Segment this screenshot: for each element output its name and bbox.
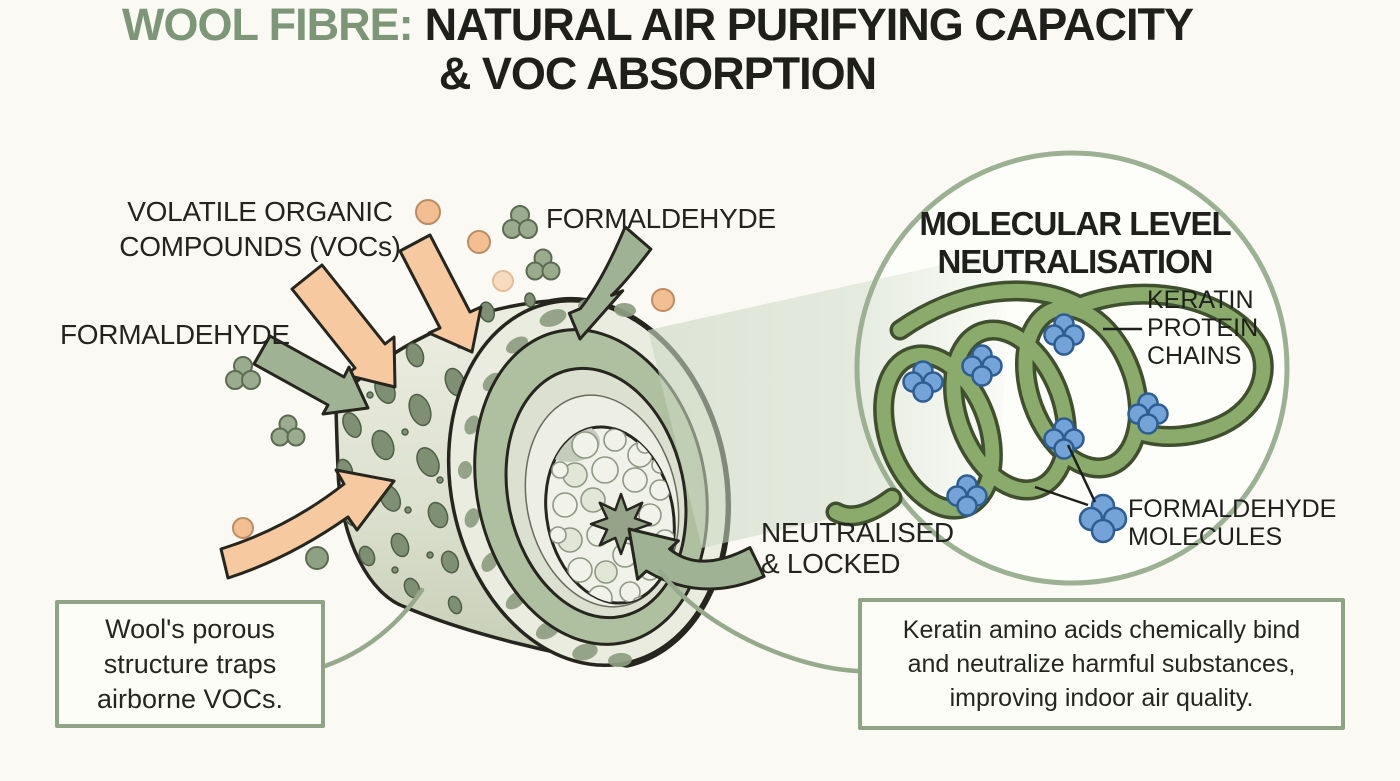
arrows [219,225,766,591]
title-line-2: & VOC ABSORPTION [438,48,877,99]
formaldehyde-molecule-labeled [1078,493,1128,544]
label-keratin-protein-chains: KERATIN PROTEIN CHAINS [1147,286,1259,370]
label-formaldehyde-top: FORMALDEHYDE [546,203,776,234]
formaldehyde-molecule [961,344,1003,387]
voc-particle [651,288,675,312]
label-formaldehyde-left: FORMALDEHYDE [60,319,290,350]
callout-porous-structure: Wool's porous structure traps airborne V… [55,600,325,728]
voc-arrow-3 [219,468,396,580]
voc-arrow-1 [290,263,397,389]
leader-lines [1034,327,1142,507]
label-neutralised-locked: NEUTRALISED & LOCKED [761,517,954,579]
callout-connectors [322,568,861,674]
label-formaldehyde-molecules: FORMALDEHYDE MOLECULES [1128,495,1337,551]
formaldehyde-particle [502,205,538,239]
formaldehyde-molecule [902,360,944,403]
magnifier-circle-border [854,150,1290,586]
molecule-leader-line [1034,485,1089,507]
title-line-1: WOOL FIBRE:NATURAL AIR PURIFYING CAPACIT… [0,0,1315,49]
voc-particle [232,517,254,539]
callout-keratin-binding: Keratin amino acids chemically bind and … [858,598,1345,730]
voc-particle [492,270,514,292]
green-particle [305,546,329,570]
formaldehyde-particle [525,248,561,281]
title-highlight: WOOL FIBRE: [122,0,414,50]
voc-arrow-2 [398,233,483,354]
left-callout-connector [322,587,425,669]
title-rest: NATURAL AIR PURIFYING CAPACITY [424,0,1194,50]
formaldehyde-molecule [1127,392,1169,435]
voc-particle [467,230,491,254]
voc-particle [415,199,441,225]
inset-title: MOLECULAR LEVEL NEUTRALISATION [919,205,1231,280]
molecule-leader-line [1066,444,1097,503]
formaldehyde-particle [225,356,261,390]
formaldehyde-particles [225,205,561,447]
formaldehyde-molecule [946,474,988,517]
voc-particles [232,199,675,570]
formaldehyde-arrow-left [252,334,370,416]
formaldehyde-molecules-group [902,313,1169,544]
right-callout-connector [657,568,861,674]
formaldehyde-particle [270,414,306,447]
formaldehyde-arrow-top [567,225,653,341]
label-vocs: VOLATILE ORGANIC COMPOUNDS (VOCs) [119,196,401,262]
page-title: WOOL FIBRE:NATURAL AIR PURIFYING CAPACIT… [0,0,1315,98]
formaldehyde-molecule [1043,417,1085,460]
formaldehyde-molecule [1043,313,1085,356]
